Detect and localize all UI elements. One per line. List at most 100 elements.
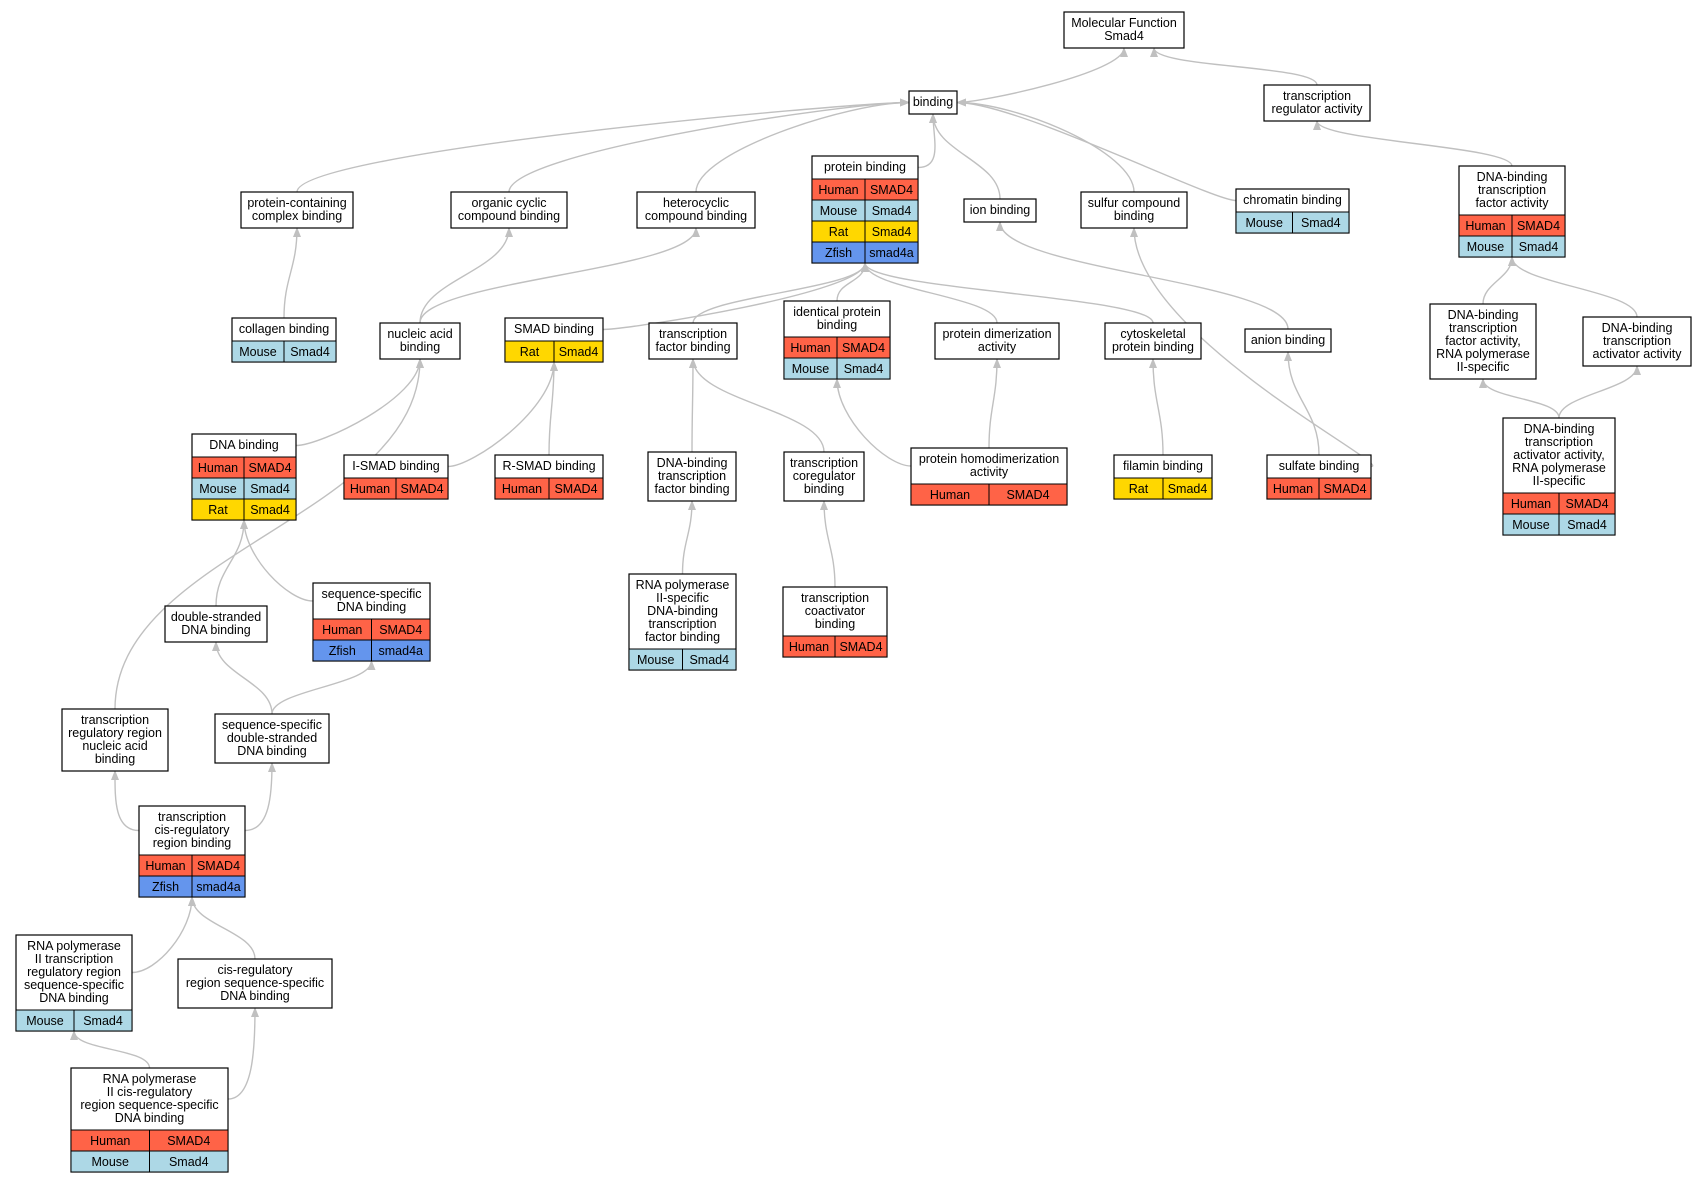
node-box bbox=[1244, 328, 1332, 353]
edge-rnap_trr-to-tcis bbox=[131, 896, 196, 974]
edges-layer bbox=[70, 47, 1641, 1100]
species-label: Human bbox=[1465, 219, 1505, 233]
node-label-line: protein homodimerization bbox=[919, 452, 1059, 466]
go-term-node[interactable]: RNA polymeraseII-specificDNA-bindingtran… bbox=[628, 573, 737, 671]
go-term-node[interactable]: ion binding bbox=[963, 198, 1037, 223]
node-label-line: DNA-binding bbox=[657, 456, 728, 470]
gene-cell bbox=[988, 483, 1068, 506]
node-label-line: activator activity, bbox=[1513, 448, 1604, 462]
species-label: Human bbox=[198, 461, 238, 475]
gene-symbol: Smad4 bbox=[1519, 240, 1559, 254]
edge-chromatin-to-binding bbox=[956, 98, 1237, 202]
node-box bbox=[1263, 84, 1371, 122]
node-label-line: regulatory region bbox=[27, 965, 121, 979]
node-label-line: DNA-binding bbox=[1524, 422, 1595, 436]
node-label-line: RNA polymerase bbox=[1436, 347, 1530, 361]
gene-cell bbox=[1511, 235, 1566, 258]
edge-dimer-to-protein_binding bbox=[861, 262, 998, 324]
node-label-line: coactivator bbox=[805, 604, 865, 618]
edge-ion-to-binding bbox=[929, 113, 1001, 200]
gene-cell bbox=[73, 1009, 133, 1032]
gene-symbol: SMAD4 bbox=[197, 859, 240, 873]
species-label: Zfish bbox=[329, 644, 356, 658]
species-label: Zfish bbox=[825, 246, 852, 260]
node-label-line: compound binding bbox=[645, 209, 747, 223]
node-label-line: sequence-specific bbox=[321, 587, 421, 601]
node-label-line: sequence-specific bbox=[24, 978, 124, 992]
node-label-line: anion binding bbox=[1251, 333, 1325, 347]
node-label-line: regulatory region bbox=[68, 726, 162, 740]
node-label-line: II-specific bbox=[656, 591, 709, 605]
node-label-line: activity bbox=[978, 340, 1017, 354]
edge-rsmad-to-smad bbox=[548, 361, 558, 456]
go-term-node[interactable]: anion binding bbox=[1244, 328, 1332, 353]
node-label-line: regulator activity bbox=[1271, 102, 1363, 116]
node-label-line: collagen binding bbox=[239, 322, 329, 336]
edge-homodimer-to-identical bbox=[833, 378, 912, 467]
node-label-line: double-stranded bbox=[171, 610, 261, 624]
edge-dbtfa-to-trans_reg bbox=[1313, 120, 1513, 167]
gene-cell bbox=[682, 648, 737, 671]
node-box bbox=[379, 322, 461, 360]
node-label-line: R-SMAD binding bbox=[502, 459, 595, 473]
species-label: Human bbox=[322, 623, 362, 637]
edge-dbta-to-dbtfa bbox=[1508, 256, 1638, 318]
node-label-line: binding bbox=[815, 617, 855, 631]
go-term-node[interactable]: binding bbox=[908, 90, 958, 115]
species-label: Rat bbox=[829, 225, 849, 239]
edge-tcoreg-to-tfb bbox=[689, 358, 825, 453]
edge-ss_dna-to-dna_binding bbox=[240, 519, 314, 602]
node-label-line: binding bbox=[804, 482, 844, 496]
node-label-line: DNA-binding bbox=[1448, 308, 1519, 322]
gene-symbol: smad4a bbox=[869, 246, 914, 260]
gene-cell bbox=[864, 241, 919, 264]
node-label-line: double-stranded bbox=[227, 731, 317, 745]
gene-symbol: Smad4 bbox=[1567, 518, 1607, 532]
gene-symbol: Smad4 bbox=[250, 482, 290, 496]
node-label-line: complex binding bbox=[252, 209, 342, 223]
node-label-line: transcription bbox=[648, 617, 716, 631]
node-label-line: ion binding bbox=[970, 203, 1031, 217]
gene-cell bbox=[548, 477, 604, 500]
node-label-line: DNA binding bbox=[115, 1111, 185, 1125]
gene-cell bbox=[1292, 211, 1350, 234]
edge-hetero-to-binding bbox=[695, 98, 910, 193]
edge-dbtaa_rnap-to-dbta bbox=[1558, 365, 1641, 419]
